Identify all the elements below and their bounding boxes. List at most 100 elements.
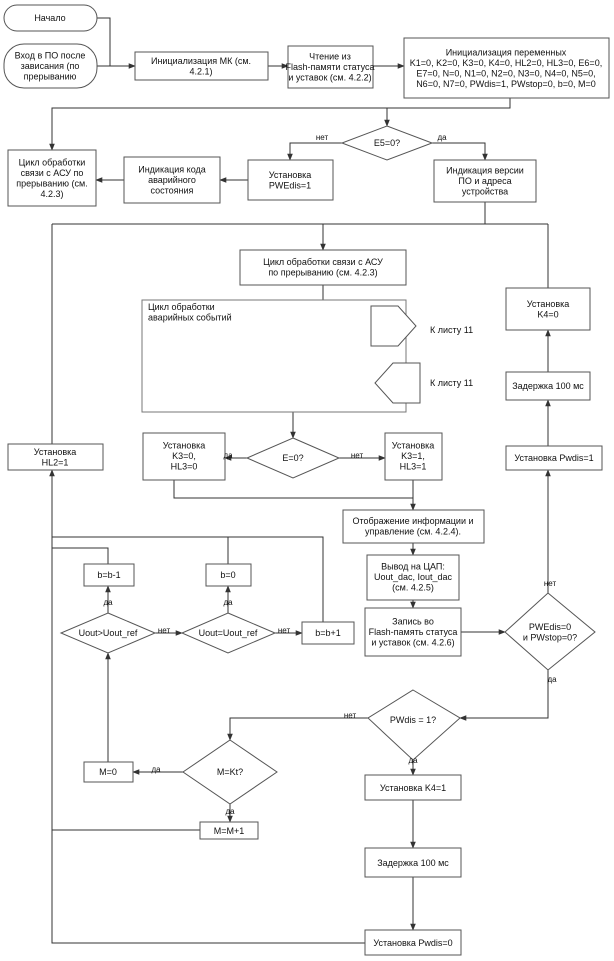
from-sheet-connector: [374, 362, 421, 404]
text-line: (см. 4.2.5): [392, 583, 434, 593]
text-line: прерыванию: [24, 72, 77, 82]
edge-bzero-up: [52, 536, 229, 564]
dac-box: Вывод на ЦАП:Uout_dac, Iout_dac(см. 4.2.…: [366, 554, 460, 601]
text-line: K1=0, K2=0, K3=0, K4=0, HL2=0, HL3=0, E6…: [410, 58, 602, 68]
mkt-decision: M=Kt?: [182, 739, 278, 805]
text-line: К листу 11: [430, 325, 473, 335]
text-line: PWdis = 1?: [390, 715, 436, 725]
k4-set1-text: Установка K4=1: [380, 783, 446, 793]
text-line: K3=0,: [172, 451, 196, 461]
text-line: E7=0, N=0, N1=0, N2=0, N3=0, N4=0, N5=0,: [416, 68, 595, 78]
text-line: Чтение из: [309, 52, 351, 62]
text-line: Установка: [269, 170, 312, 180]
text-line: устройства: [462, 187, 508, 197]
binc-text: b=b+1: [315, 628, 341, 638]
text-line: E5=0?: [374, 138, 400, 148]
text-line: и уставок (см. 4.2.6): [371, 638, 454, 648]
pwdis-set0-text: Установка Pwdis=0: [373, 938, 452, 948]
pwdis-set1-right-text: Установка Pwdis=1: [514, 453, 593, 463]
text-line: Отображение информации и: [352, 516, 473, 526]
label-e-no: нет: [351, 451, 364, 460]
text-line: Начало: [34, 13, 65, 23]
edge-labels: нет да да нет нет да да нет да нет нет д…: [103, 133, 557, 816]
mkt-text: M=Kt?: [217, 767, 243, 777]
label-e5-no: нет: [316, 133, 329, 142]
text-line: Запись во: [392, 617, 434, 627]
text-line: связи с АСУ по: [21, 168, 84, 178]
label-pwe-yes: да: [547, 675, 557, 684]
k4-set1-box: Установка K4=1: [364, 774, 462, 801]
text-line: 4.2.3): [40, 189, 63, 199]
uout-gt-text: Uout>Uout_ref: [79, 628, 138, 638]
m0-box: M=0: [83, 761, 134, 783]
text-line: M=Kt?: [217, 767, 243, 777]
edge-start: [97, 17, 111, 66]
binc-box: b=b+1: [301, 621, 355, 645]
text-line: b=0: [220, 570, 235, 580]
start-text: Начало: [34, 13, 65, 23]
label-pwdis-no: нет: [344, 711, 357, 720]
edges: [49, 17, 551, 944]
text-line: Индикация кода: [138, 165, 206, 175]
text-line: K4=0: [537, 309, 558, 319]
text-line: M=0: [99, 767, 117, 777]
text-line: PWEdis=1: [269, 180, 311, 190]
text-line: и PWstop=0?: [523, 632, 577, 642]
edge-bdec-up: [52, 547, 109, 564]
text-line: по прерыванию (см. 4.2.3): [268, 267, 377, 277]
label-mkt-no: да: [225, 807, 235, 816]
text-line: Цикл обработки: [19, 157, 86, 167]
e-decision: E=0?: [245, 437, 341, 479]
uout-eq-decision: Uout=Uout_ref: [180, 612, 277, 654]
label-eq-yes: да: [223, 598, 233, 607]
text-line: Цикл обработки: [148, 302, 215, 312]
label-gt-yes: да: [103, 598, 113, 607]
pwdis-dec-text: PWdis = 1?: [390, 715, 436, 725]
text-line: Инициализация МК (см.: [151, 56, 251, 66]
label-pwdis-yes: да: [408, 756, 418, 765]
start-terminator: Начало: [3, 4, 98, 32]
text-line: K3=1,: [401, 451, 425, 461]
mk-init-box: Инициализация МК (см.4.2.1): [134, 51, 269, 81]
pwdis-decision: PWdis = 1?: [367, 689, 461, 761]
minc-box: M=M+1: [199, 821, 259, 840]
text-line: Вывод на ЦАП:: [381, 562, 445, 572]
to-sheet-connector: [370, 305, 417, 347]
to-sheet-text: К листу 11: [430, 325, 473, 335]
edge-binc-up: [228, 536, 324, 622]
text-line: прерыванию (см.: [16, 178, 87, 188]
edge-k30-display: [173, 480, 416, 511]
e-text: E=0?: [282, 453, 303, 463]
text-line: PWEdis=0: [529, 622, 571, 632]
text-line: Uout=Uout_ref: [199, 628, 258, 638]
text-line: Установка: [392, 441, 435, 451]
text-line: HL3=1: [400, 462, 427, 472]
edge-pwdis-no: [227, 717, 368, 741]
text-line: Цикл обработки связи с АСУ: [263, 257, 383, 267]
text-line: Задержка 100 мс: [377, 858, 449, 868]
text-line: b=b+1: [315, 628, 341, 638]
text-line: Uout_dac, Iout_dac: [374, 572, 453, 582]
text-line: HL2=1: [42, 457, 69, 467]
bzero-text: b=0: [220, 570, 235, 580]
label-pwe-no: нет: [544, 579, 557, 588]
edge-e5-no: [287, 142, 342, 161]
